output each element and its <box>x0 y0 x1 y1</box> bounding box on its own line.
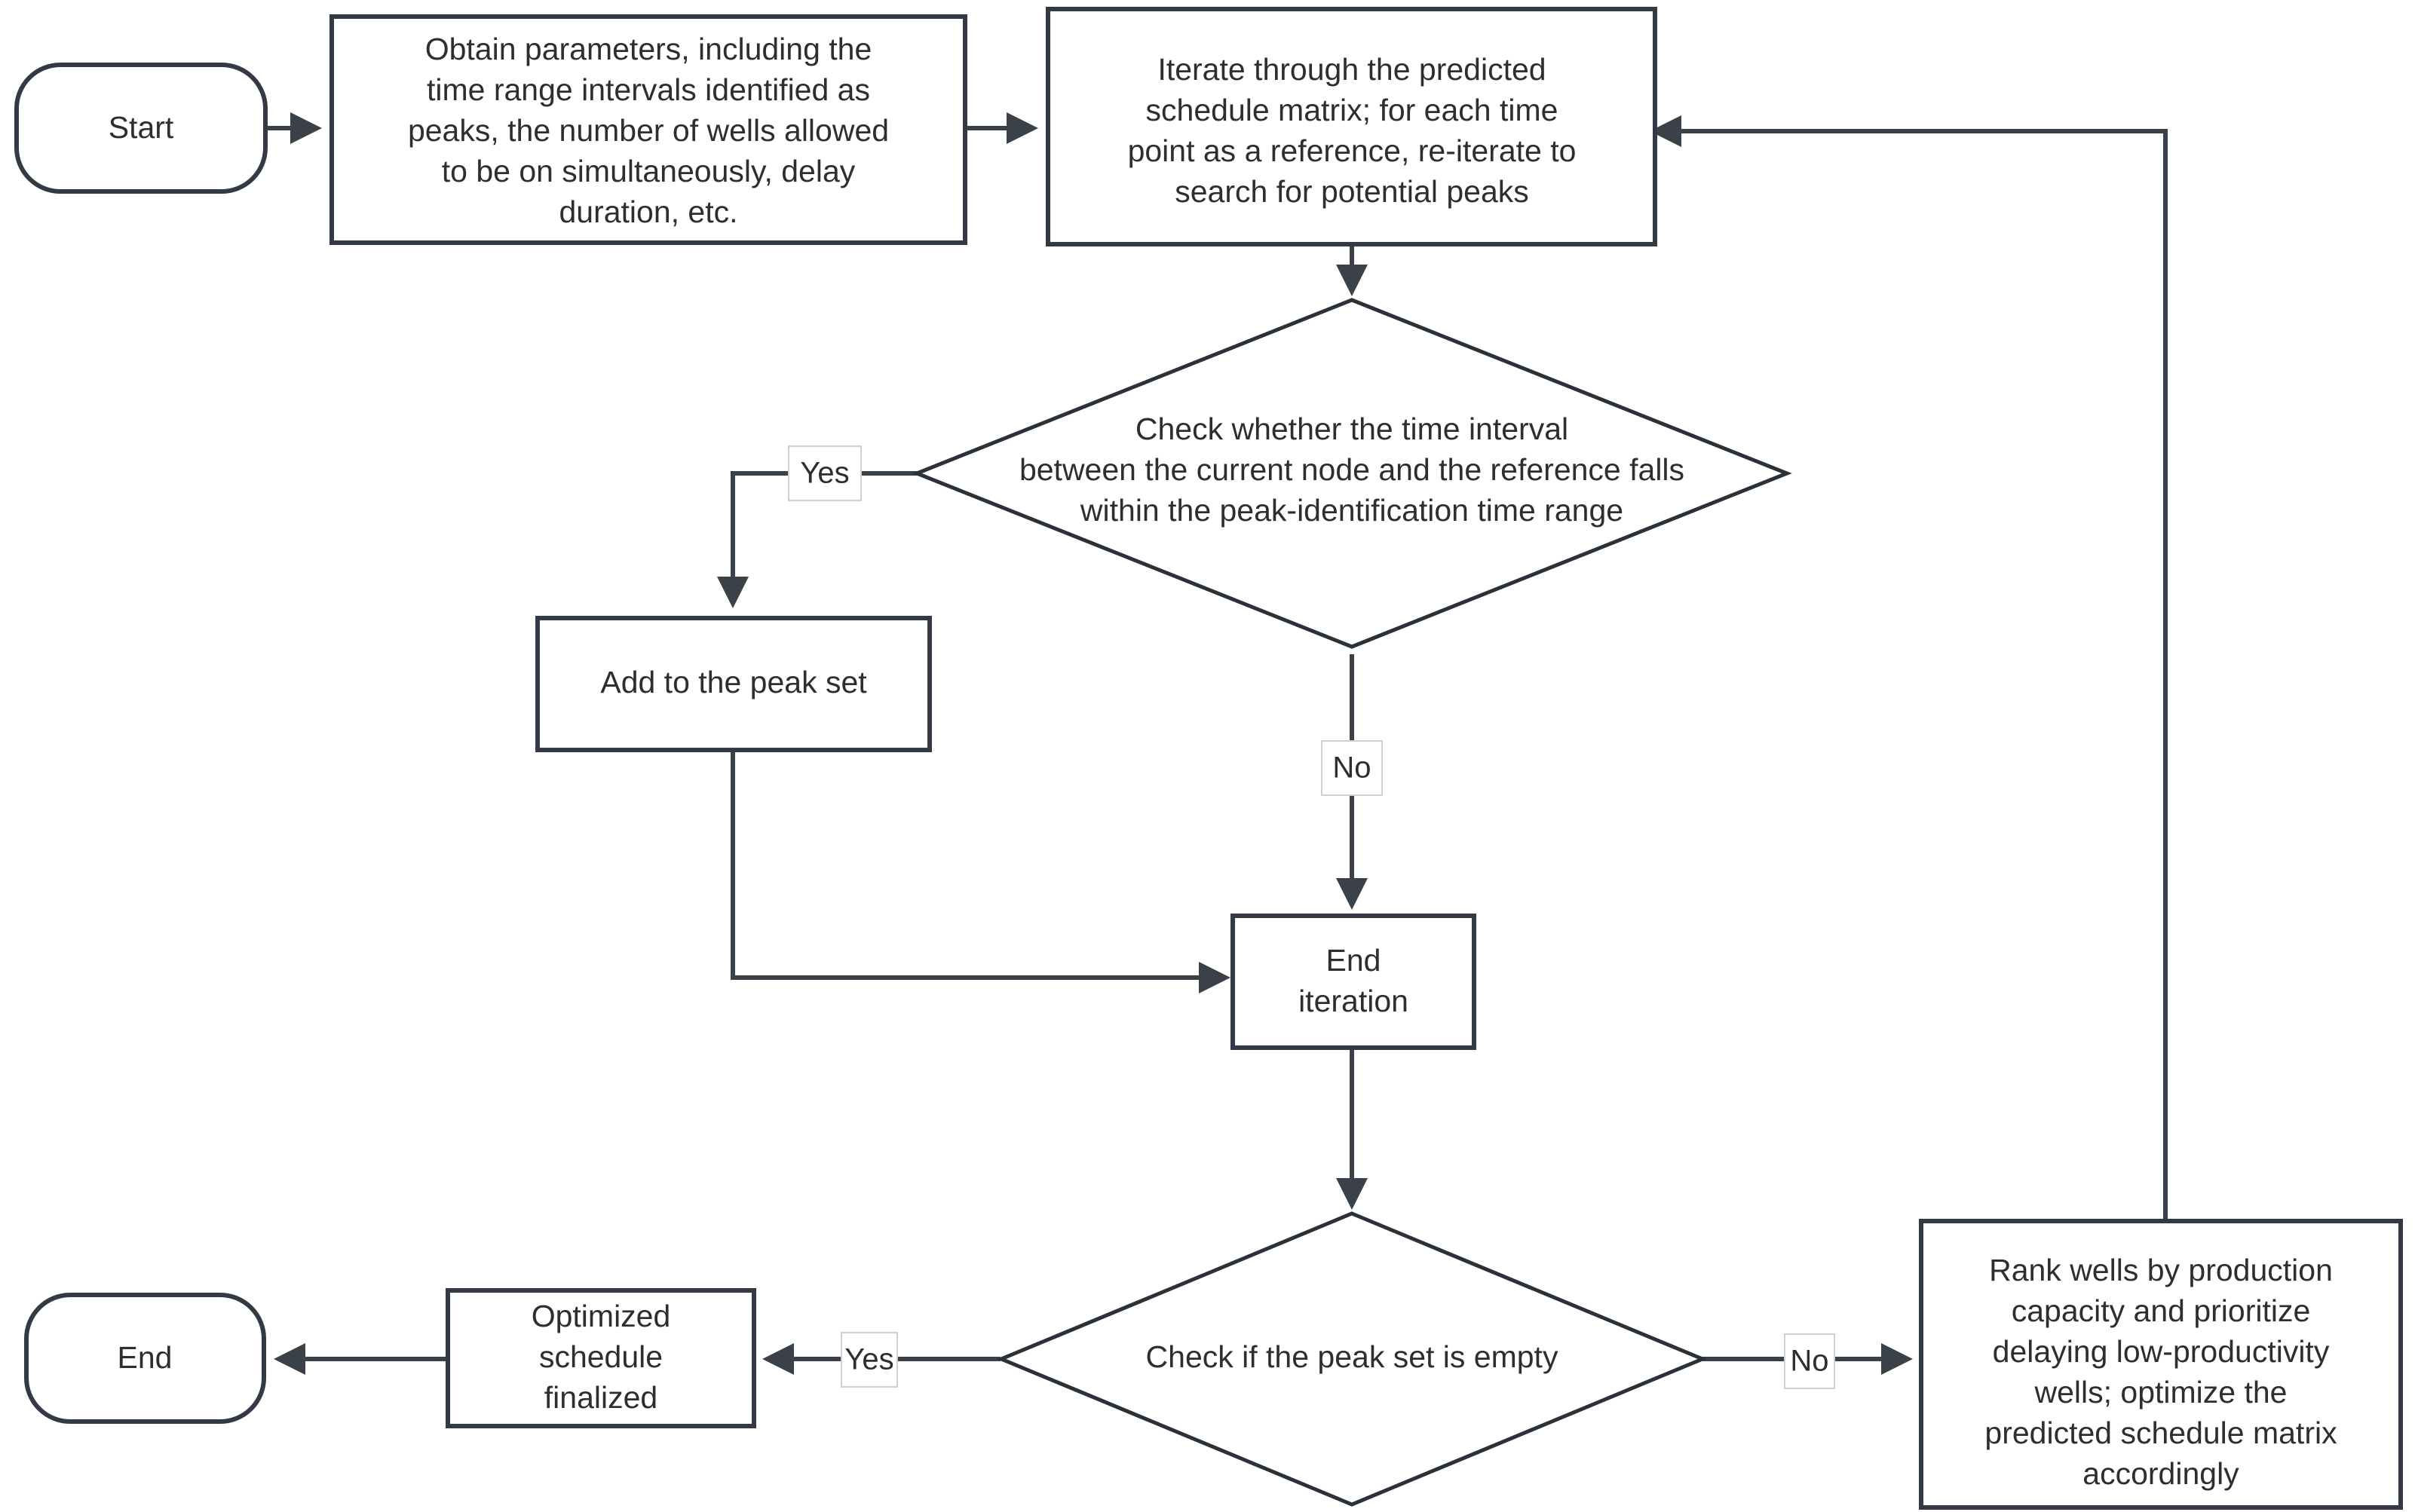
optimized-line-1: Optimized <box>532 1299 671 1333</box>
node-end-iteration[interactable]: End iteration <box>1230 914 1476 1050</box>
optimized-line-2: schedule <box>539 1339 663 1374</box>
yes-upper-box <box>788 445 862 501</box>
rank-wells-line-3: delaying low-productivity <box>1993 1334 2330 1369</box>
node-iterate-matrix[interactable]: Iterate through the predicted schedule m… <box>1046 7 1657 246</box>
check-interval-line-3: within the peak-identification time rang… <box>1080 493 1623 528</box>
start-label: Start <box>109 110 174 145</box>
optimized-shape[interactable] <box>446 1288 756 1428</box>
iterate-matrix-line-2: schedule matrix; for each time <box>1146 93 1558 127</box>
obtain-params-line-3: peaks, the number of wells allowed <box>408 113 889 148</box>
iterate-matrix-line-1: Iterate through the predicted <box>1157 52 1546 87</box>
obtain-params-line-2: time range intervals identified as <box>427 72 870 107</box>
rank-wells-line-2: capacity and prioritize <box>2012 1293 2311 1328</box>
add-peak-set-shape[interactable] <box>535 616 932 752</box>
yes-lower-box <box>841 1332 898 1388</box>
edge-label-no-upper: No <box>1321 740 1383 796</box>
edge-label-no-lower: No <box>1784 1333 1835 1389</box>
end-iteration-line-2: iteration <box>1298 984 1408 1018</box>
iterate-matrix-shape[interactable] <box>1046 7 1657 246</box>
check-interval-line-1: Check whether the time interval <box>1135 412 1568 446</box>
add-peak-set-label: Add to the peak set <box>600 665 867 699</box>
rank-wells-line-5: predicted schedule matrix <box>1984 1416 2337 1450</box>
edge-label-yes-lower: Yes <box>841 1332 898 1388</box>
node-check-empty[interactable]: Check if the peak set is empty <box>996 1211 1708 1507</box>
node-start[interactable]: Start <box>14 63 268 194</box>
end-shape[interactable] <box>24 1293 266 1424</box>
rank-wells-line-6: accordingly <box>2082 1456 2239 1491</box>
rank-wells-line-1: Rank wells by production <box>1989 1253 2333 1287</box>
yes-upper-label: Yes <box>800 457 849 490</box>
check-empty-label: Check if the peak set is empty <box>1146 1339 1558 1374</box>
obtain-params-line-4: to be on simultaneously, delay <box>442 154 856 188</box>
end-iteration-line-1: End <box>1326 943 1381 978</box>
rank-wells-shape[interactable] <box>1919 1219 2403 1510</box>
rank-wells-line-4: wells; optimize the <box>2034 1375 2288 1409</box>
node-end[interactable]: End <box>24 1293 266 1424</box>
obtain-params-line-5: duration, etc. <box>559 194 737 229</box>
no-lower-box <box>1784 1333 1835 1389</box>
check-interval-line-2: between the current node and the referen… <box>1019 452 1684 487</box>
obtain-params-line-1: Obtain parameters, including the <box>425 32 872 66</box>
end-iteration-shape[interactable] <box>1230 914 1476 1050</box>
node-rank-wells[interactable]: Rank wells by production capacity and pr… <box>1919 1219 2403 1510</box>
edge-rank-wells-to-iterate-loop <box>1650 115 2168 1221</box>
check-empty-shape[interactable] <box>996 1211 1708 1507</box>
check-interval-shape[interactable] <box>912 298 1792 649</box>
node-add-peak-set[interactable]: Add to the peak set <box>535 616 932 752</box>
no-lower-label: No <box>1790 1345 1828 1378</box>
node-optimized[interactable]: Optimized schedule finalized <box>446 1288 756 1428</box>
iterate-matrix-line-4: search for potential peaks <box>1175 174 1529 209</box>
edge-label-yes-upper: Yes <box>788 445 862 501</box>
start-shape[interactable] <box>14 63 268 194</box>
optimized-line-3: finalized <box>544 1380 657 1415</box>
yes-lower-label: Yes <box>844 1343 893 1376</box>
node-obtain-params[interactable]: Obtain parameters, including the time ra… <box>329 14 967 245</box>
iterate-matrix-line-3: point as a reference, re-iterate to <box>1128 133 1577 168</box>
obtain-params-shape[interactable] <box>329 14 967 245</box>
edge-add-peak-set-to-end-iteration <box>731 751 1230 993</box>
node-check-interval[interactable]: Check whether the time interval between … <box>912 298 1792 649</box>
end-label: End <box>118 1340 173 1375</box>
no-upper-label: No <box>1332 751 1371 785</box>
no-upper-box <box>1321 740 1383 796</box>
